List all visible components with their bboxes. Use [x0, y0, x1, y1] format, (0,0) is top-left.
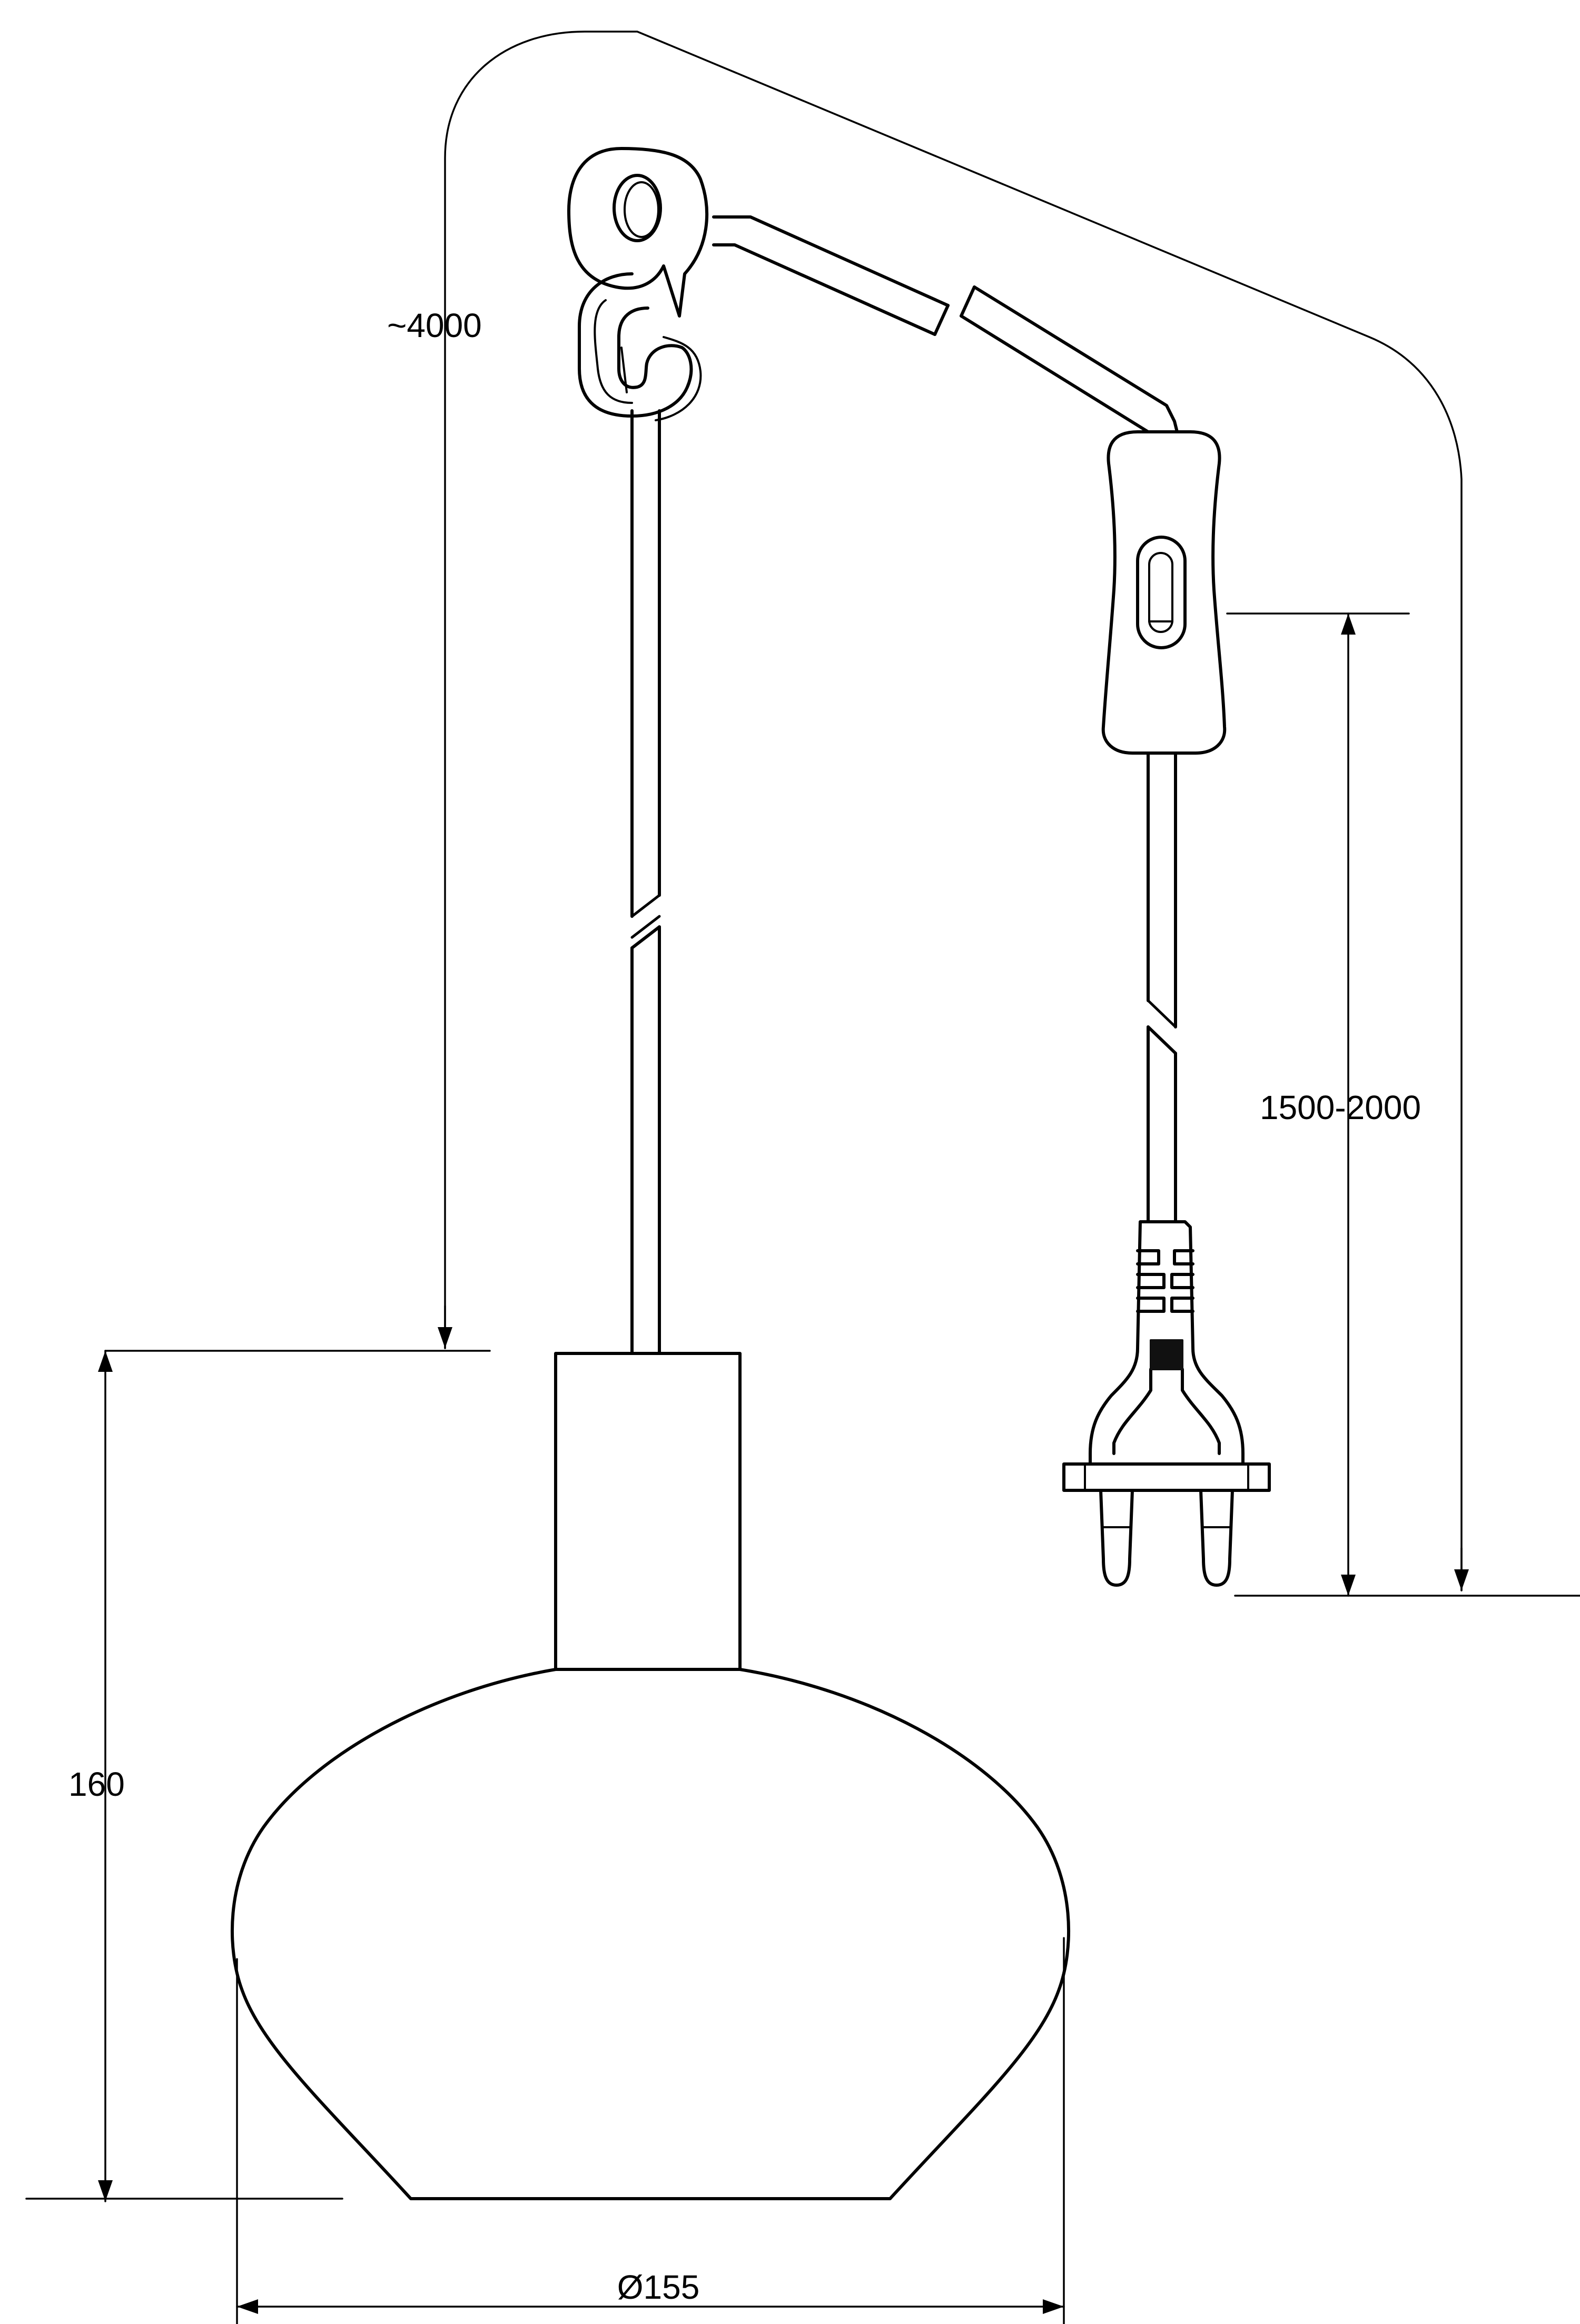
switch-cable [712, 215, 1179, 433]
main-cable [630, 409, 661, 1355]
inline-switch [1101, 430, 1227, 755]
glass-shade [231, 1668, 1070, 2200]
ceiling-hook [567, 147, 708, 421]
plug-marking [1150, 1339, 1183, 1370]
dimension-shade-diameter: Ø155 [617, 2268, 700, 2306]
euro-plug [1062, 1220, 1271, 1587]
dimension-switch-cable-length: 1500-2000 [1260, 1089, 1421, 1126]
lamp-socket [554, 1352, 742, 1671]
dimension-lines [25, 31, 1580, 2324]
dimension-shade-height: 160 [68, 1765, 125, 1803]
dimension-cable-length: ~4000 [387, 306, 482, 344]
plug-cable [1147, 751, 1177, 1223]
